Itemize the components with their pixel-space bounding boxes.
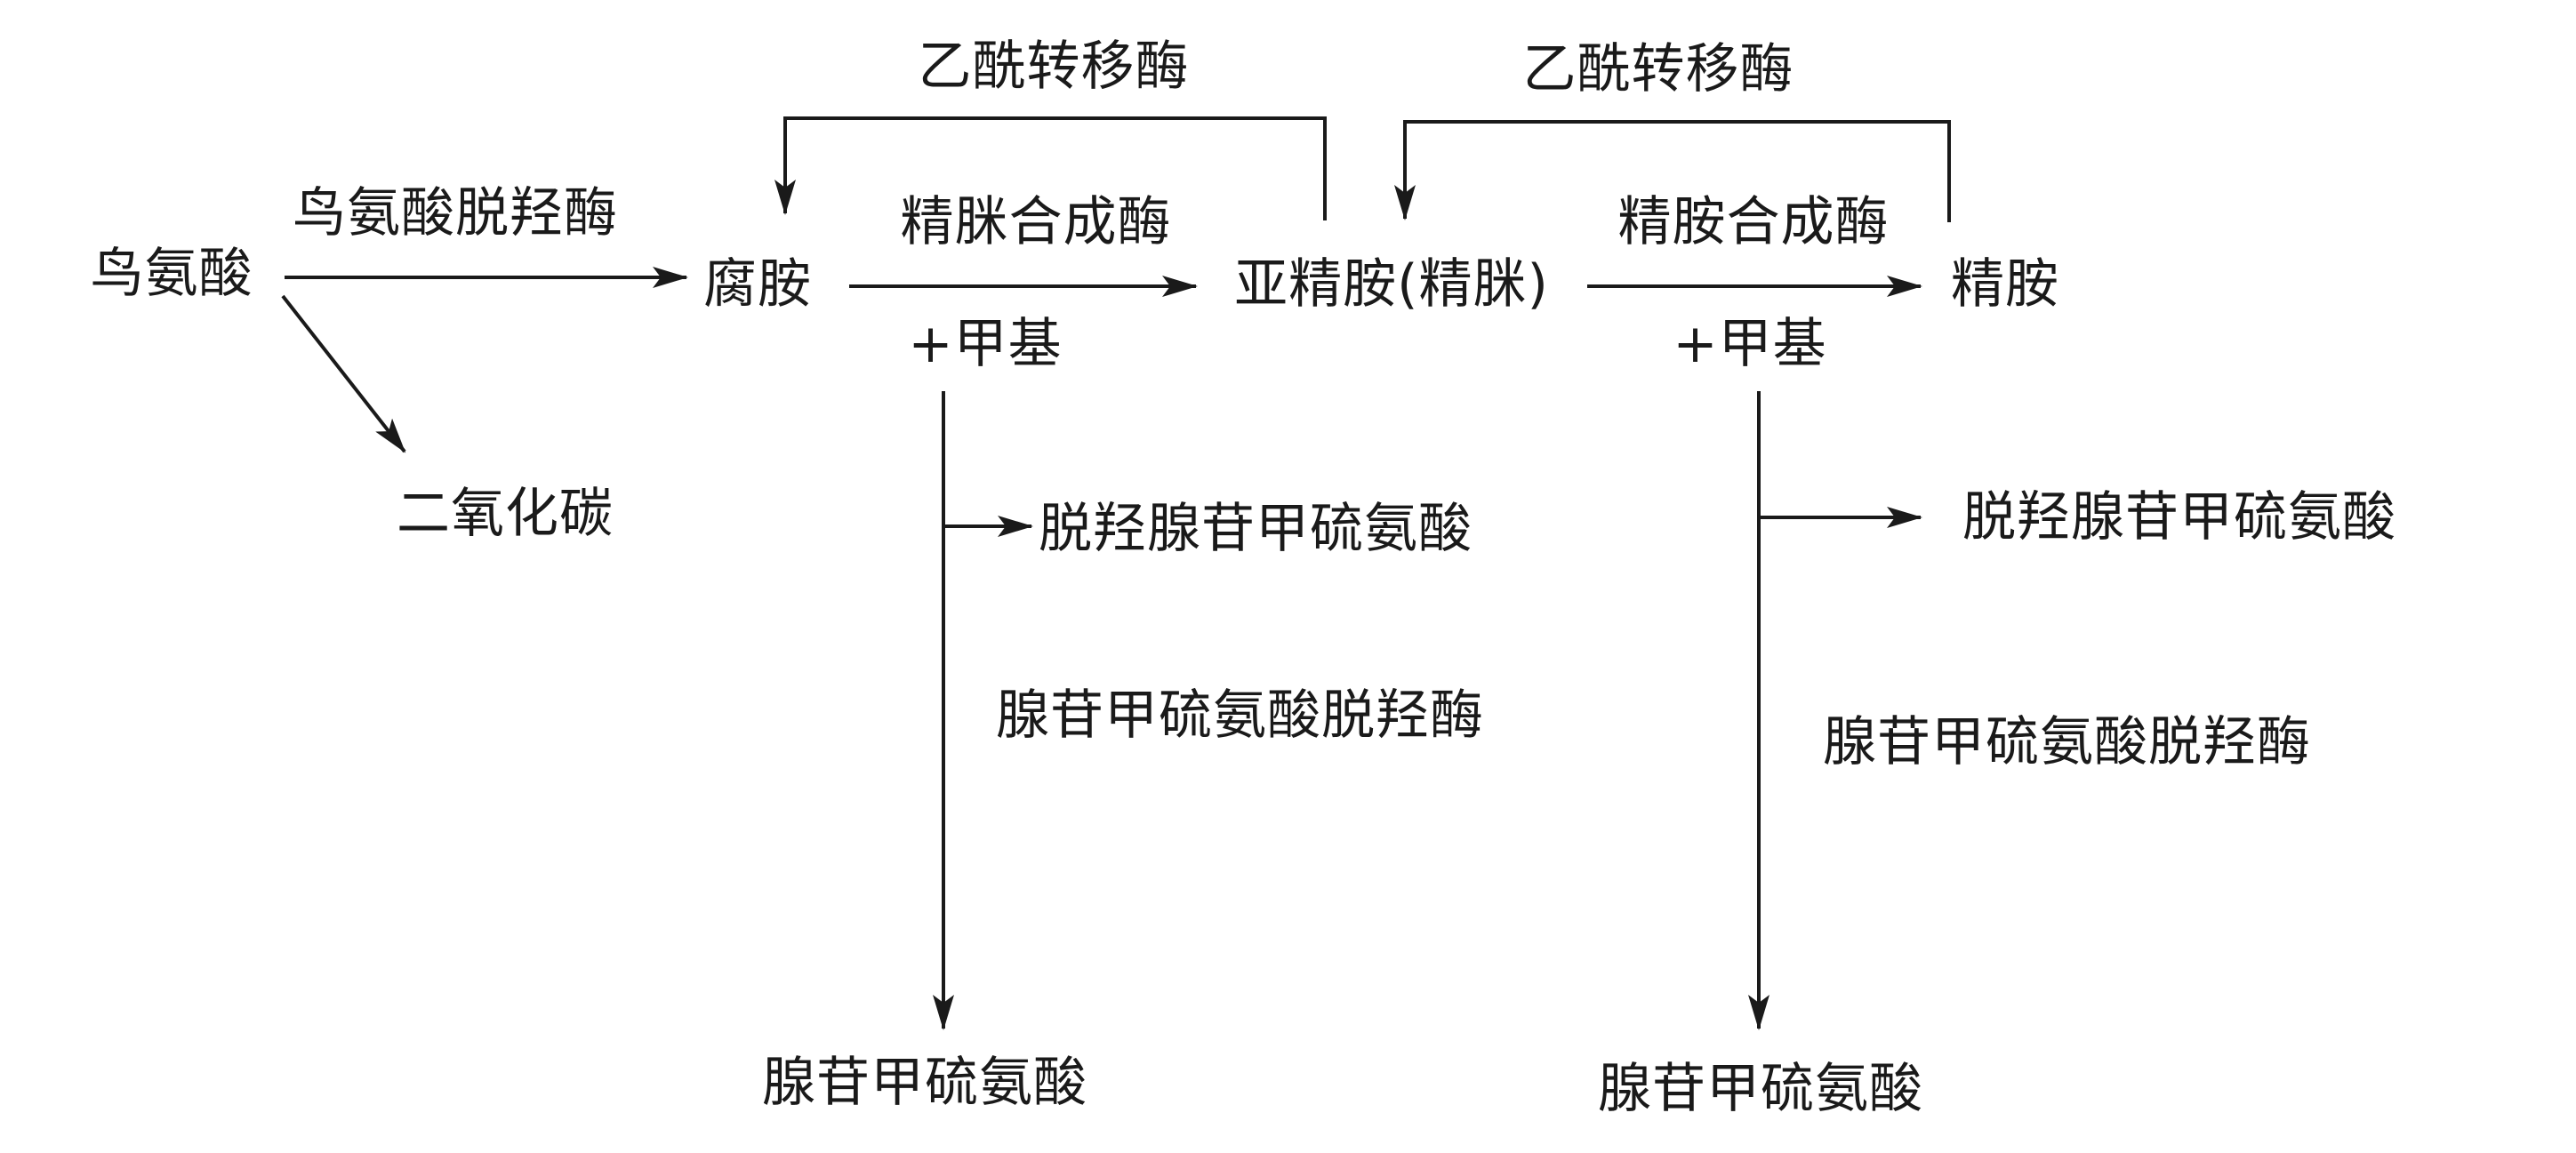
node-ornithine: 鸟氨酸 <box>90 243 253 305</box>
node-putrescine: 腐胺 <box>703 253 812 316</box>
node-spermine: 精胺 <box>1951 253 2059 316</box>
enzyme-spermidine-synthase-label: 精脒合成酶 <box>900 191 1172 253</box>
enzyme-spermine-synthase-label: 精胺合成酶 <box>1617 191 1890 253</box>
modifier-methyl-label-2: +甲基 <box>1673 313 1827 375</box>
node-sam-2: 腺苷甲硫氨酸 <box>1598 1058 1923 1120</box>
modifier-methyl-label-1: +甲基 <box>908 313 1063 375</box>
arrow-ornithine-to-co2 <box>281 294 406 453</box>
enzyme-samdc-label-2: 腺苷甲硫氨酸脱羟酶 <box>1823 711 2311 773</box>
arrow-acetyltransferase-loop-1 <box>774 116 1327 220</box>
arrow-acetyltransferase-loop-2 <box>1394 120 1951 222</box>
enzyme-odc-label: 鸟氨酸脱羟酶 <box>293 182 618 244</box>
node-sam-1: 腺苷甲硫氨酸 <box>762 1052 1087 1114</box>
node-dcsam-2: 脱羟腺苷甲硫氨酸 <box>1962 486 2396 548</box>
node-dcsam-1: 脱羟腺苷甲硫氨酸 <box>1039 498 1473 560</box>
enzyme-acetyltransferase-label-1: 乙酰转移酶 <box>918 36 1190 98</box>
enzyme-acetyltransferase-label-2: 乙酰转移酶 <box>1522 38 1794 100</box>
enzyme-samdc-label-1: 腺苷甲硫氨酸脱羟酶 <box>996 685 1484 747</box>
node-co2: 二氧化碳 <box>397 483 614 545</box>
node-spermidine: 亚精胺(精脒) <box>1234 253 1549 316</box>
